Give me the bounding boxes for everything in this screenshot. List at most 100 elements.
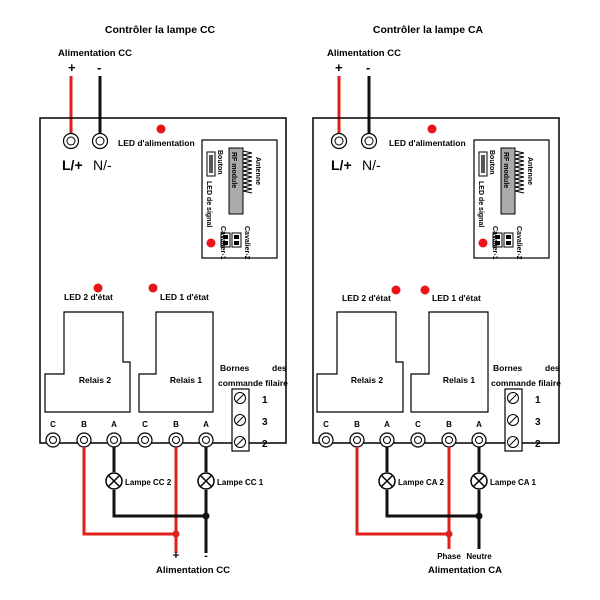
panel-cc: Contrôler la lampe CC Alimentation CC + … xyxy=(39,24,288,576)
wired-screw-3 xyxy=(507,414,519,426)
power-terminal-l xyxy=(62,132,80,150)
led1-label: LED 1 d'état xyxy=(160,292,209,302)
contact-label: C xyxy=(323,420,329,429)
led-signal-label: LED de signal xyxy=(205,181,212,227)
bottom-minus-label: - xyxy=(204,550,208,562)
des-label: des xyxy=(545,363,560,373)
wired-term-1-label: 1 xyxy=(535,395,541,406)
relay-terminal xyxy=(106,432,122,448)
bouton-label: Bouton xyxy=(216,150,223,175)
rf-module-box xyxy=(500,147,516,215)
rf-module-box xyxy=(228,147,244,215)
commande-filaire-label: commande filaire xyxy=(218,378,288,388)
wire-red-b2 xyxy=(82,447,176,536)
relay-terminal xyxy=(471,432,487,448)
jumper-1 xyxy=(492,232,503,248)
relay-1 xyxy=(138,311,214,413)
supply-top-label: Alimentation CC xyxy=(327,48,401,59)
jumper-2 xyxy=(503,232,514,248)
led1-label: LED 1 d'état xyxy=(432,293,481,303)
relay-1-label: Relais 1 xyxy=(170,375,202,385)
rf-module-label: RF module xyxy=(230,152,237,188)
bornes-label: Bornes xyxy=(493,363,523,373)
antenna-coil xyxy=(514,150,525,194)
jumper-2-pin-a xyxy=(234,235,239,239)
des-label: des xyxy=(272,363,287,373)
bottom-plus-label: + xyxy=(173,550,179,562)
relay-terminal xyxy=(379,432,395,448)
jumper-2-pin-b xyxy=(506,241,511,245)
terminal-n-label: N/- xyxy=(362,157,381,173)
wired-screw-1 xyxy=(234,392,246,404)
signal-led xyxy=(206,238,216,248)
junction-dot xyxy=(475,512,483,520)
contact-label: A xyxy=(203,420,209,429)
status-led-2 xyxy=(391,285,401,295)
relay-2 xyxy=(316,311,404,413)
neutre-label: Neutre xyxy=(466,552,492,561)
junction-dot xyxy=(202,512,210,520)
relay-terminal xyxy=(410,432,426,448)
wired-term-2-label: 2 xyxy=(262,439,268,450)
plus-sign: + xyxy=(335,60,343,75)
contact-label: C xyxy=(50,420,56,429)
minus-sign: - xyxy=(97,60,101,75)
wire-red-b2 xyxy=(355,447,449,536)
power-terminal-l xyxy=(330,132,348,150)
relay-1 xyxy=(410,311,489,413)
lamp-1-label: Lampe CA 1 xyxy=(490,478,536,487)
relay-1-label: Relais 1 xyxy=(443,375,475,385)
jumper-2-pin-a xyxy=(506,235,511,239)
status-led-1 xyxy=(148,283,158,293)
led2-label: LED 2 d'état xyxy=(64,292,113,302)
lamp-1 xyxy=(470,472,488,490)
lamp-2-label: Lampe CA 2 xyxy=(398,478,444,487)
contact-label: B xyxy=(173,420,179,429)
wire-a2-lamp2 xyxy=(385,447,479,518)
contact-label: A xyxy=(476,420,482,429)
lamp-1-label: Lampe CC 1 xyxy=(217,478,264,487)
power-terminal-n xyxy=(91,132,109,150)
wired-screw-1 xyxy=(507,392,519,404)
controller-board xyxy=(39,117,287,444)
contact-label: C xyxy=(142,420,148,429)
panel-ca: Contrôler la lampe CA Alimentation CC + … xyxy=(312,24,561,576)
junction-dot xyxy=(172,530,180,538)
button-cap xyxy=(481,155,485,173)
led-signal-label: LED de signal xyxy=(477,181,484,227)
jumper-1-pin-b xyxy=(223,241,228,245)
antenne-label: Antenne xyxy=(526,157,533,185)
jumper-1-pin-b xyxy=(495,241,500,245)
jumper-1 xyxy=(220,232,231,248)
power-led-label: LED d'alimentation xyxy=(389,138,466,148)
bornes-label: Bornes xyxy=(220,363,250,373)
wired-term-3-label: 3 xyxy=(262,417,268,428)
rf-board xyxy=(201,139,278,259)
contact-label: A xyxy=(111,420,117,429)
relay-terminal xyxy=(137,432,153,448)
relay-terminal xyxy=(168,432,184,448)
wired-screw-2 xyxy=(507,436,519,448)
led2-label: LED 2 d'état xyxy=(342,293,391,303)
relay-terminal xyxy=(198,432,214,448)
lamp-1 xyxy=(197,472,215,490)
relay-terminal xyxy=(45,432,61,448)
supply-top-label: Alimentation CC xyxy=(58,48,132,59)
commande-filaire-label: commande filaire xyxy=(491,378,561,388)
contact-label: B xyxy=(354,420,360,429)
controller-board xyxy=(312,117,560,444)
lamp-2 xyxy=(105,472,123,490)
panel-title: Contrôler la lampe CA xyxy=(373,24,484,36)
wired-screw-3 xyxy=(234,414,246,426)
wire-a2-lamp2 xyxy=(112,447,206,518)
phase-label: Phase xyxy=(437,552,461,561)
jumper-2 xyxy=(231,232,242,248)
bouton-label: Bouton xyxy=(488,150,495,175)
antenne-label: Antenne xyxy=(254,157,261,185)
cavalier-1-label: Cavalier-1 xyxy=(219,226,226,260)
status-led-2 xyxy=(93,283,103,293)
minus-sign: - xyxy=(366,60,370,75)
cavalier-2-label: Cavalier-2 xyxy=(243,226,250,260)
panel-title: Contrôler la lampe CC xyxy=(105,24,216,36)
